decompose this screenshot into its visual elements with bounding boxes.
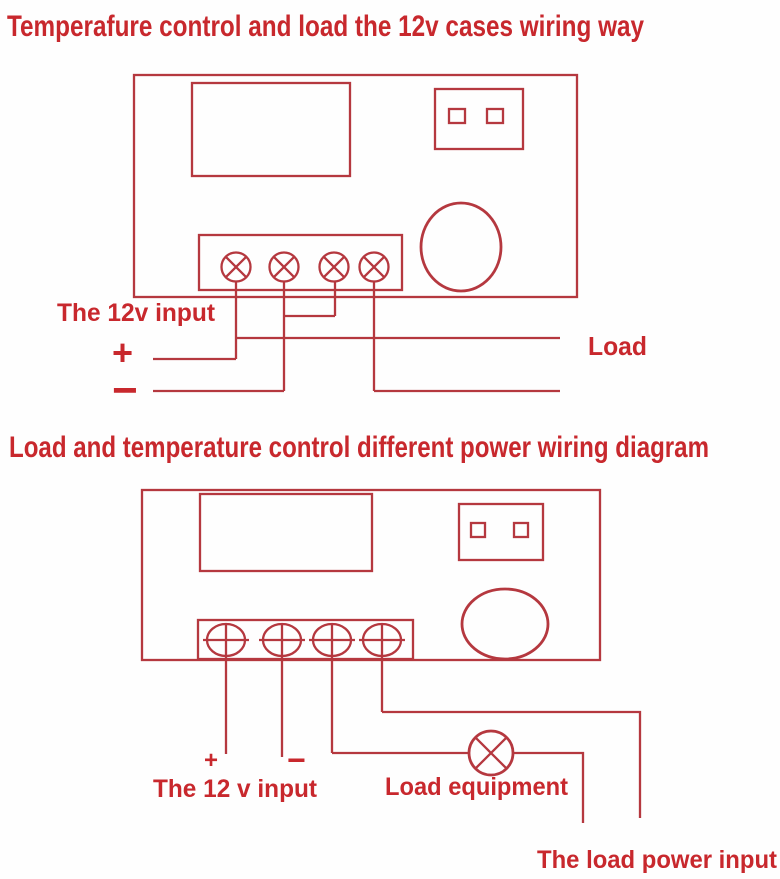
controller-case bbox=[132, 73, 579, 299]
relay-pin bbox=[469, 521, 487, 539]
terminal-screw-icon bbox=[268, 251, 300, 283]
relay-pin bbox=[485, 107, 505, 125]
label-load-power-input: The load power input bbox=[537, 846, 778, 874]
terminal-screw-icon bbox=[220, 251, 252, 283]
wire-to-load-equipment bbox=[330, 624, 469, 755]
wire-load-power-right bbox=[380, 624, 642, 818]
lcd-display bbox=[198, 492, 374, 573]
label-12v-input: The 12v input bbox=[57, 299, 216, 327]
terminal-screw-icon bbox=[358, 251, 390, 283]
relay-pin bbox=[512, 521, 530, 539]
diagram1-same-power-wiring: Temperafure control and load the 12v cas… bbox=[7, 10, 647, 415]
round-knob bbox=[460, 587, 550, 661]
terminal-block bbox=[196, 618, 415, 661]
terminal-block bbox=[197, 233, 404, 292]
relay-module bbox=[457, 502, 545, 562]
relay-module bbox=[433, 87, 525, 151]
relay-pin bbox=[447, 107, 467, 125]
load-equipment-icon bbox=[467, 729, 515, 777]
wire-jumper bbox=[284, 281, 337, 318]
label-load: Load bbox=[588, 331, 647, 361]
label-plus: + bbox=[204, 747, 218, 774]
label-12v-input: The 12 v input bbox=[153, 775, 318, 803]
lcd-display bbox=[190, 81, 352, 178]
terminal-screw-icon bbox=[318, 251, 350, 283]
label-plus: + bbox=[112, 332, 133, 373]
label-load-equipment: Load equipment bbox=[385, 773, 569, 801]
diagram2-different-power-wiring: Load and temperature control different p… bbox=[9, 431, 778, 874]
wire-12v-negative bbox=[153, 281, 286, 393]
label-minus: − bbox=[287, 742, 306, 778]
diagram1-title: Temperafure control and load the 12v cas… bbox=[7, 10, 644, 43]
wire-load-bottom bbox=[372, 281, 560, 393]
label-minus: − bbox=[112, 366, 138, 415]
wire-12v-positive bbox=[153, 281, 238, 361]
wire-load-power-left bbox=[513, 751, 585, 823]
round-knob bbox=[419, 201, 503, 293]
diagram2-title: Load and temperature control different p… bbox=[9, 431, 709, 464]
